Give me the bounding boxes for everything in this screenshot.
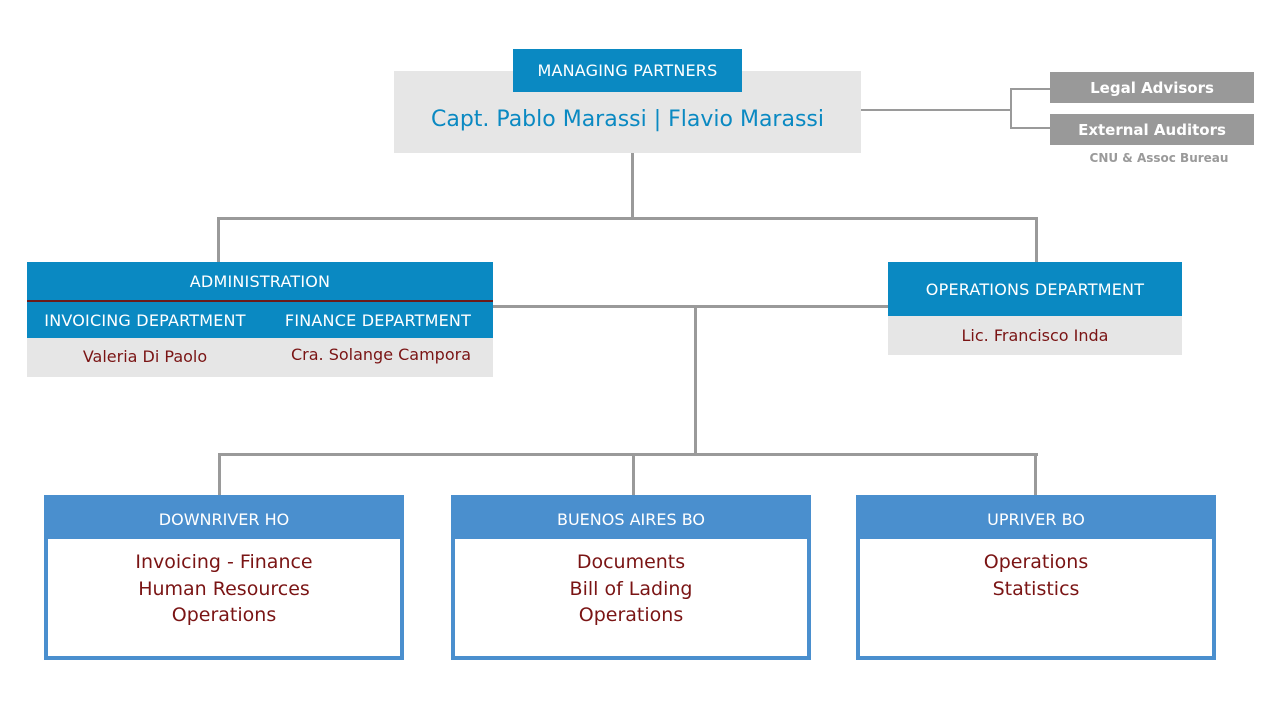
office-buenosaires-tasks: Documents Bill of Lading Operations (455, 549, 807, 629)
office-buenosaires-title: BUENOS AIRES BO (455, 499, 807, 539)
connector-to-advisors (860, 109, 1012, 111)
connector-to-upriver (1034, 453, 1037, 495)
operations-department-title: OPERATIONS DEPARTMENT (888, 262, 1182, 316)
operations-department-box: OPERATIONS DEPARTMENT Lic. Francisco Ind… (888, 262, 1182, 355)
external-auditors-box: External Auditors (1050, 114, 1254, 145)
office-task: Statistics (992, 577, 1080, 600)
office-task: Human Resources (138, 577, 310, 600)
connector-top-horizontal (217, 217, 1038, 220)
office-task: Operations (983, 551, 1089, 573)
managing-partners-title: MANAGING PARTNERS (513, 49, 742, 92)
connector-to-downriver (218, 453, 221, 495)
advisors-bracket-vertical (1010, 88, 1012, 129)
auditors-note: CNU & Assoc Bureau (1089, 151, 1229, 165)
operations-department-person: Lic. Francisco Inda (961, 326, 1109, 345)
office-upriver-tasks: Operations Statistics (860, 549, 1212, 602)
administration-divider (27, 300, 493, 302)
managing-partners-names: Capt. Pablo Marassi | Flavio Marassi (431, 106, 824, 132)
office-task: Invoicing - Finance (135, 551, 313, 573)
connector-middle-down (694, 305, 697, 455)
invoicing-department-person: Valeria Di Paolo (82, 347, 208, 366)
office-task: Operations (171, 604, 277, 626)
connector-middle-horizontal (493, 305, 888, 308)
office-task: Operations (578, 604, 684, 626)
administration-title: ADMINISTRATION (27, 262, 493, 300)
finance-department-title: FINANCE DEPARTMENT (263, 302, 493, 338)
office-upriver-title: UPRIVER BO (860, 499, 1212, 539)
connector-to-admin (217, 217, 220, 262)
connector-top-down (631, 152, 634, 219)
finance-department-person: Cra. Solange Campora (290, 345, 472, 364)
connector-bottom-horizontal (218, 453, 1038, 456)
invoicing-department-title: INVOICING DEPARTMENT (27, 302, 263, 338)
legal-advisors-box: Legal Advisors (1050, 72, 1254, 103)
administration-box: ADMINISTRATION INVOICING DEPARTMENT FINA… (27, 262, 493, 377)
connector-to-buenosaires (632, 453, 635, 495)
office-downriver-title: DOWNRIVER HO (48, 499, 400, 539)
advisors-bracket-bottom (1010, 127, 1050, 129)
office-task: Documents (576, 551, 686, 573)
connector-to-operations (1035, 217, 1038, 262)
advisors-bracket-top (1010, 88, 1050, 90)
office-upriver-box: UPRIVER BO Operations Statistics (856, 495, 1216, 660)
office-downriver-box: DOWNRIVER HO Invoicing - Finance Human R… (44, 495, 404, 660)
office-task: Bill of Lading (569, 577, 693, 600)
office-downriver-tasks: Invoicing - Finance Human Resources Oper… (48, 549, 400, 629)
office-buenosaires-box: BUENOS AIRES BO Documents Bill of Lading… (451, 495, 811, 660)
